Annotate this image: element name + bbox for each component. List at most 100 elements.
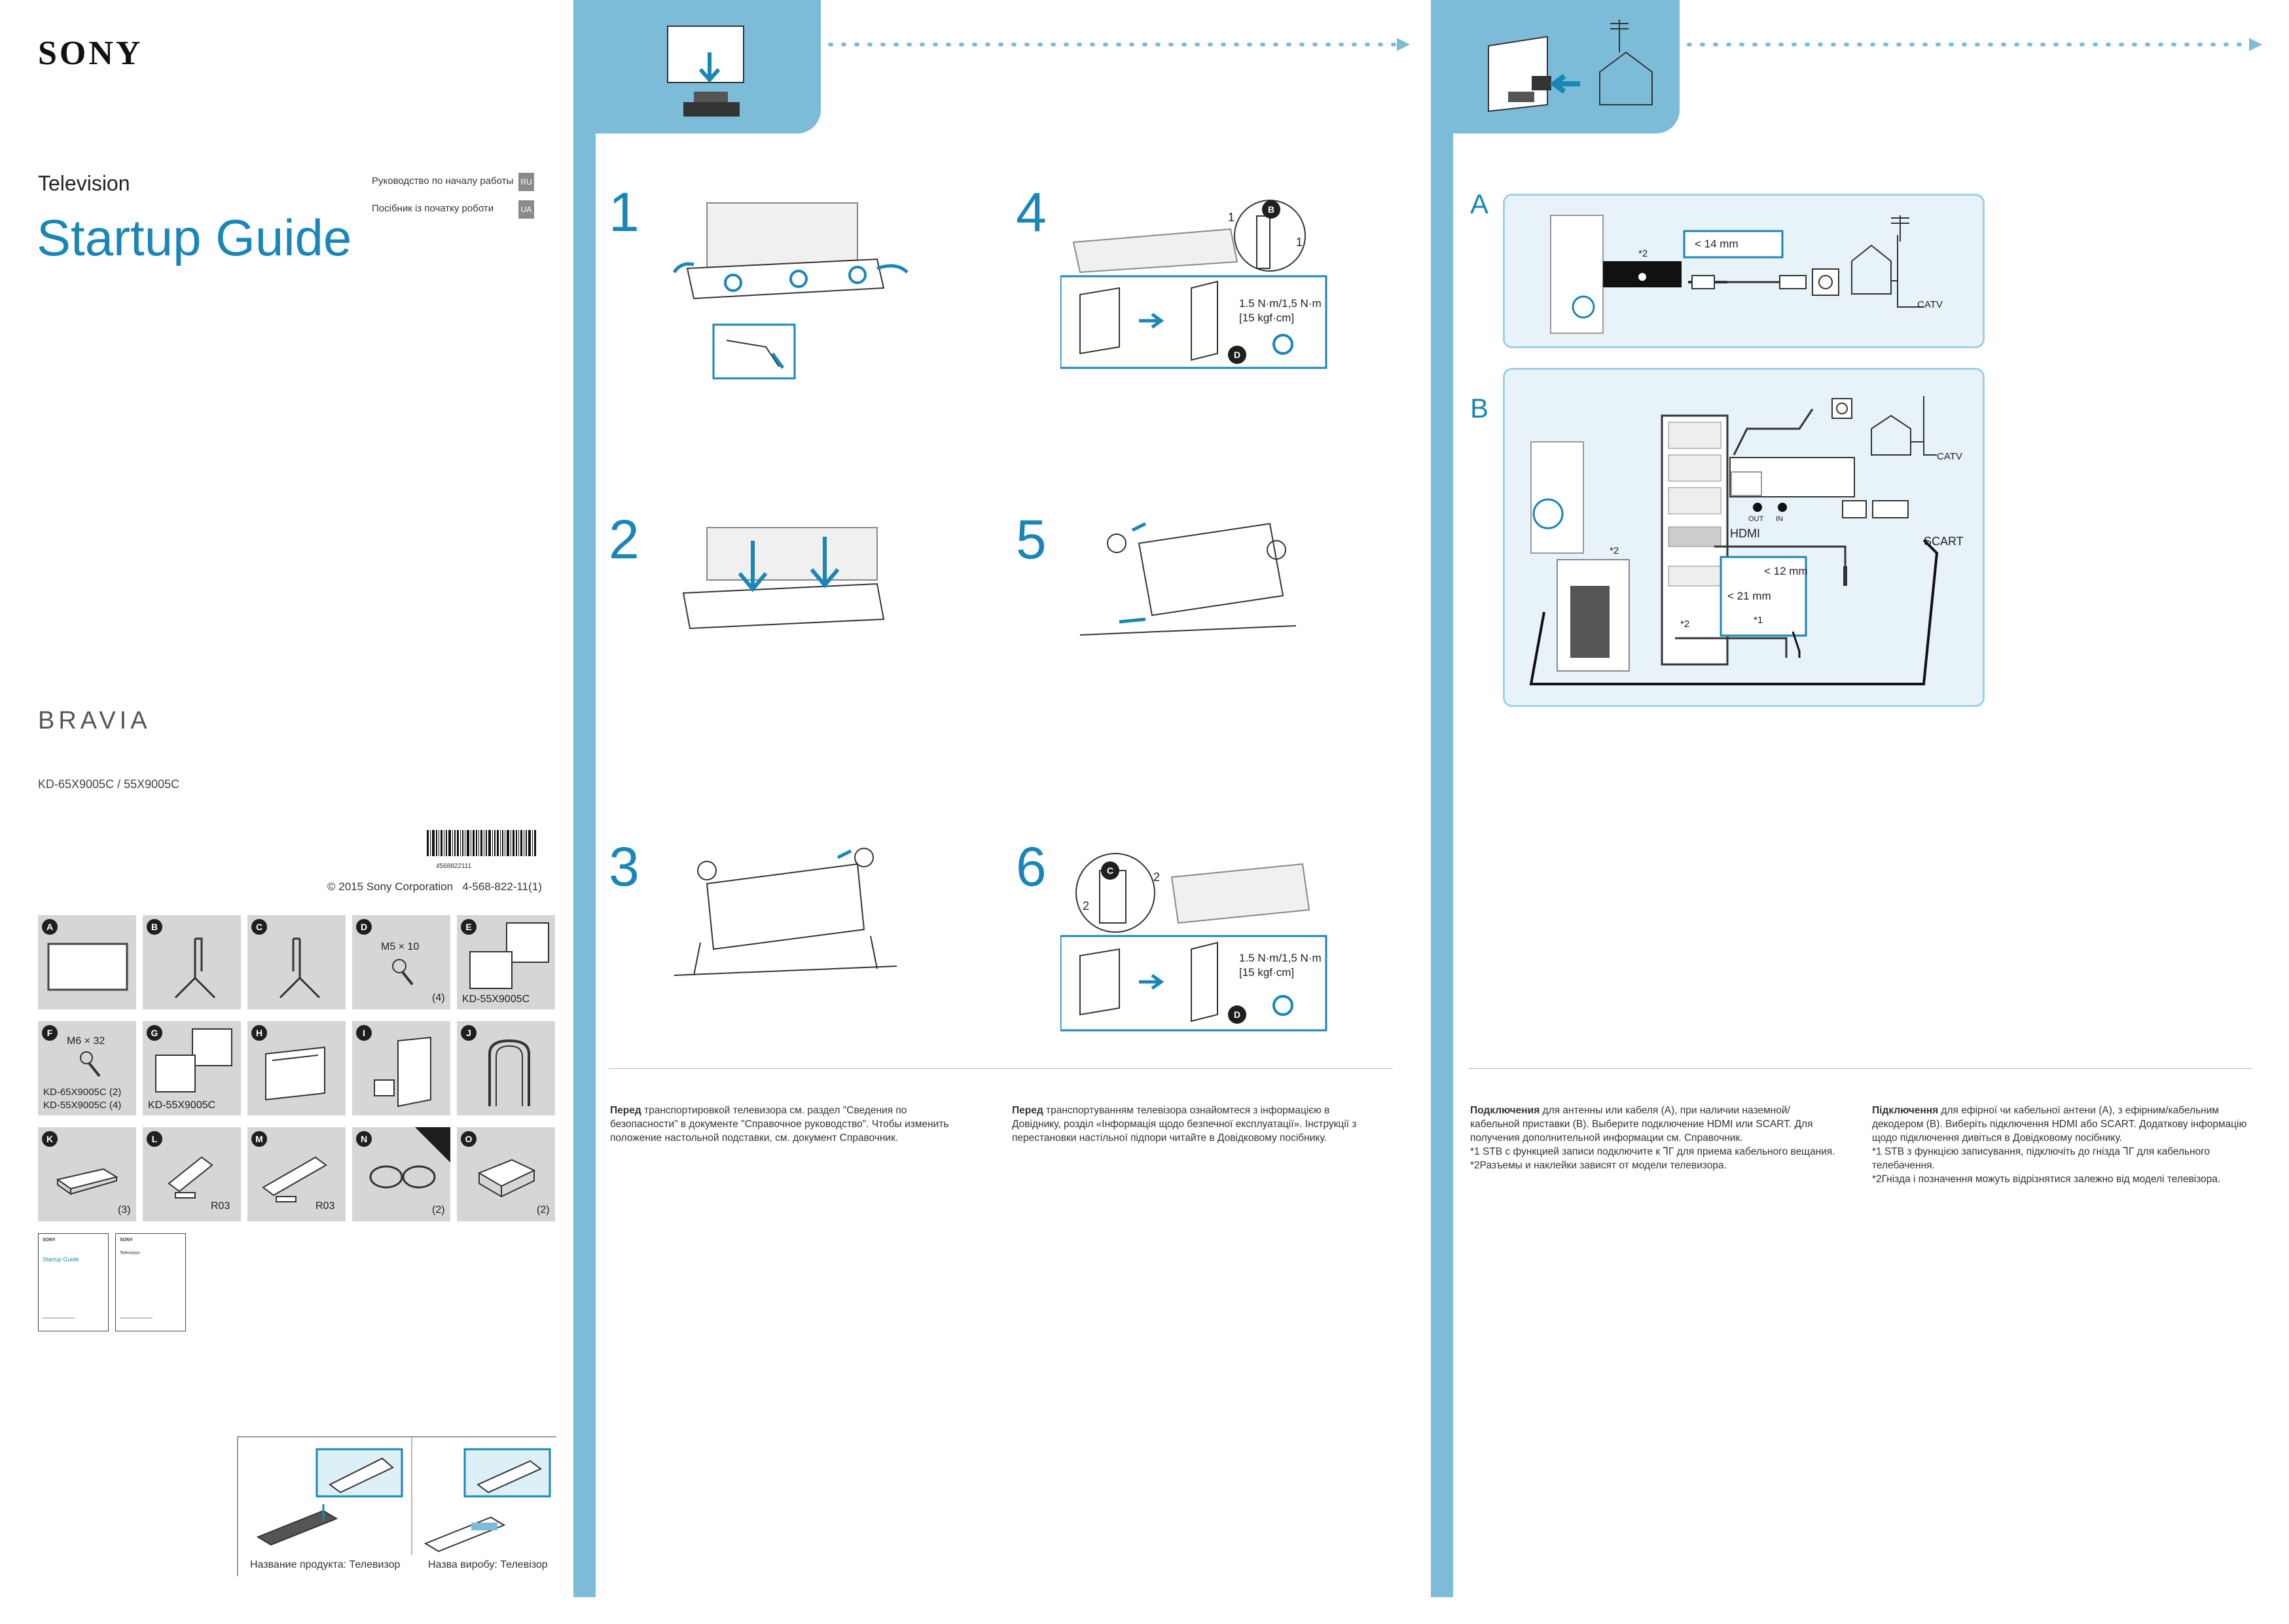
rear-cover-icon xyxy=(374,1036,431,1108)
charger-icon xyxy=(477,1159,536,1198)
booklet-reference: SONY Television xyxy=(115,1233,186,1331)
battery-instructions: Название продукта: Телевизор Назва вироб… xyxy=(237,1436,556,1576)
booklet-brand: SONY xyxy=(43,1238,56,1242)
part-letter: O xyxy=(461,1131,477,1147)
dotted-progress-arrow xyxy=(828,38,1410,51)
callout-b: B xyxy=(1262,200,1280,219)
note-2-marker-b1: *2 xyxy=(1610,545,1619,556)
3d-glasses-icon xyxy=(369,1165,436,1189)
panel2-divider xyxy=(609,1068,1393,1069)
step-4-label-1a: 1 xyxy=(1228,211,1235,224)
part-letter: M xyxy=(251,1131,267,1147)
part-letter: E xyxy=(461,919,477,935)
booklet-title: Television xyxy=(120,1251,140,1255)
part-letter: I xyxy=(356,1025,372,1041)
step-6-number: 6 xyxy=(1016,836,1047,897)
touch-remote-battery-illustration xyxy=(424,1448,551,1553)
panel3-content xyxy=(1453,134,2289,1597)
part-letter: F xyxy=(42,1025,58,1041)
step-1-unpack-illustration xyxy=(672,202,909,380)
antenna-connection-icon xyxy=(1488,20,1653,113)
step-6-torque-kgf: [15 kgf·cm] xyxy=(1239,966,1295,979)
barcode-image xyxy=(427,830,536,856)
part-j: J xyxy=(457,1021,555,1115)
remote-control-icon xyxy=(262,1156,327,1202)
bravia-logo: BRAVIA xyxy=(38,707,151,734)
dotted-progress-arrow xyxy=(1687,38,2262,51)
step-6-label-2a: 2 xyxy=(1083,899,1090,912)
plug-length-14mm: < 14 mm xyxy=(1695,238,1739,250)
screw-icon xyxy=(80,1051,101,1077)
transport-note-ua: Перед транспортуванням телевізора ознайо… xyxy=(1012,1105,1357,1144)
part-n: N (2) xyxy=(352,1127,450,1221)
remote-battery-illustration xyxy=(256,1448,403,1546)
part-letter: J xyxy=(461,1025,477,1041)
part-model-qty-2: KD-55X9005C (4) xyxy=(43,1100,122,1111)
tv-panel-icon xyxy=(47,943,128,991)
part-letter: D xyxy=(356,919,372,935)
part-k: K (3) xyxy=(38,1127,136,1221)
panel3-header-tab xyxy=(1431,0,1680,134)
touch-remote-icon xyxy=(168,1156,213,1199)
part-f: F M6 × 32 KD-65X9005C (2) KD-55X9005C (4… xyxy=(38,1021,136,1115)
barcode-number: 4568822111 xyxy=(436,863,472,870)
part-qty: (2) xyxy=(537,1204,550,1216)
stand-leg-icon xyxy=(279,937,321,999)
part-letter: H xyxy=(251,1025,267,1041)
connection-note-ru: Подключения для антенны или кабеля (A), … xyxy=(1470,1105,1835,1171)
model-numbers: KD-65X9005C / 55X9005C xyxy=(38,778,180,791)
language-label-ru: Руководство по началу работы xyxy=(372,175,514,187)
step-5-stand-up-illustration xyxy=(1079,522,1297,636)
product-label: Television xyxy=(38,171,130,195)
step-4-torque: 1.5 N·m/1,5 N·m xyxy=(1239,297,1322,310)
callout-d-step6: D xyxy=(1228,1005,1246,1024)
stand-leg-icon xyxy=(174,937,216,999)
cover-plate-icon xyxy=(265,1046,325,1101)
language-code-ru: RU xyxy=(518,173,534,191)
camera-icon xyxy=(56,1168,118,1195)
panel3-divider xyxy=(1469,1068,2253,1069)
part-letter: K xyxy=(42,1131,58,1147)
step-3-number: 3 xyxy=(609,836,640,897)
remote-caption-ru: Название продукта: Телевизор xyxy=(250,1559,401,1570)
part-c: C xyxy=(247,915,346,1009)
cable-holder-icon xyxy=(488,1039,530,1106)
antenna-wiring-illustration xyxy=(1550,215,1924,334)
booklet-title: Startup Guide xyxy=(43,1256,79,1263)
section-b-label: B xyxy=(1470,393,1489,424)
step-3-remove-illustration xyxy=(674,848,897,976)
screw-size: M5 × 10 xyxy=(381,941,420,952)
step-5-number: 5 xyxy=(1016,509,1047,570)
copyright: © 2015 Sony Corporation 4-568-822-11(1) xyxy=(327,880,542,893)
part-letter: B xyxy=(147,919,162,935)
part-m: M R03 xyxy=(247,1127,346,1221)
catv-label-a: CATV xyxy=(1917,299,1943,310)
transport-note-ru: Перед транспортировкой телевизора см. ра… xyxy=(610,1105,949,1144)
page-title: Startup Guide xyxy=(37,209,352,266)
note-2-marker: *2 xyxy=(1638,248,1648,259)
corner-badge-icon xyxy=(415,1127,450,1163)
part-letter: A xyxy=(42,919,58,935)
panel2-spine xyxy=(573,0,596,1597)
hdmi-label: HDMI xyxy=(1730,527,1760,540)
step-4-torque-kgf: [15 kgf·cm] xyxy=(1239,312,1295,324)
scart-label: SCART xyxy=(1924,535,1964,548)
part-letter: G xyxy=(147,1025,162,1041)
stb-wiring-illustration xyxy=(1529,396,1939,685)
callout-c: C xyxy=(1101,861,1119,880)
part-model-qty-1: KD-65X9005C (2) xyxy=(43,1087,122,1098)
part-a: A xyxy=(38,915,136,1009)
part-i: I xyxy=(352,1021,450,1115)
connection-note-ua: Підключення для ефірної чи кабельної ант… xyxy=(1872,1105,2247,1185)
step-6-label-2b: 2 xyxy=(1153,871,1161,884)
part-b: B xyxy=(143,915,241,1009)
step-2-number: 2 xyxy=(609,509,640,570)
language-code-ua: UA xyxy=(518,200,534,219)
step-4-label-1b: 1 xyxy=(1296,236,1303,249)
note-2-marker-b2: *2 xyxy=(1680,619,1690,630)
booklet-brand: SONY xyxy=(120,1238,133,1242)
section-a-label: A xyxy=(1470,189,1489,219)
part-model: KD-55X9005C xyxy=(462,994,530,1005)
part-letter: C xyxy=(251,919,267,935)
bracket-icon xyxy=(469,922,549,989)
